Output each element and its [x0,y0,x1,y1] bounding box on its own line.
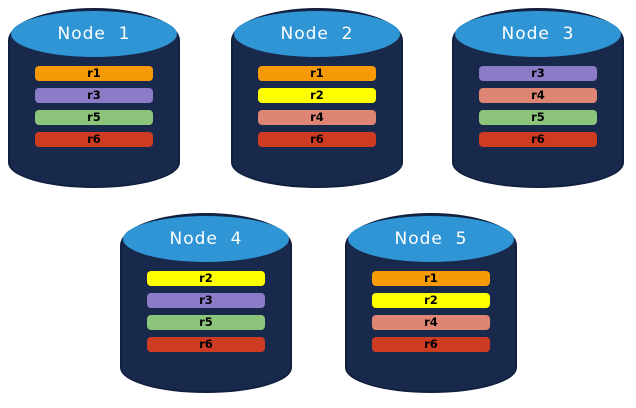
cylinder-top-ellipse [123,216,289,262]
shard-list: r1 r2 r4 r6 [231,66,403,147]
shard-r5[interactable]: r5 [34,110,154,125]
shard-r1[interactable]: r1 [34,66,154,81]
shard-r3[interactable]: r3 [478,66,598,81]
shard-r5[interactable]: r5 [478,110,598,125]
shard-list: r2 r3 r5 r6 [120,271,292,352]
cylinder-top-ellipse [348,216,514,262]
shard-list: r1 r2 r4 r6 [345,271,517,352]
cylinder-top-ellipse [455,11,621,57]
shard-r4[interactable]: r4 [478,88,598,103]
shard-list: r3 r4 r5 r6 [452,66,624,147]
shard-r2[interactable]: r2 [146,271,266,286]
shard-r5[interactable]: r5 [146,315,266,330]
shard-list: r1 r3 r5 r6 [8,66,180,147]
shard-r6[interactable]: r6 [146,337,266,352]
shard-r2[interactable]: r2 [257,88,377,103]
shard-r2[interactable]: r2 [371,293,491,308]
shard-r4[interactable]: r4 [371,315,491,330]
cylinder-top-ellipse [234,11,400,57]
cylinder-top-ellipse [11,11,177,57]
shard-r3[interactable]: r3 [34,88,154,103]
shard-r6[interactable]: r6 [478,132,598,147]
shard-r4[interactable]: r4 [257,110,377,125]
shard-r3[interactable]: r3 [146,293,266,308]
shard-r6[interactable]: r6 [257,132,377,147]
shard-r1[interactable]: r1 [371,271,491,286]
shard-r1[interactable]: r1 [257,66,377,81]
shard-r6[interactable]: r6 [371,337,491,352]
shard-r6[interactable]: r6 [34,132,154,147]
